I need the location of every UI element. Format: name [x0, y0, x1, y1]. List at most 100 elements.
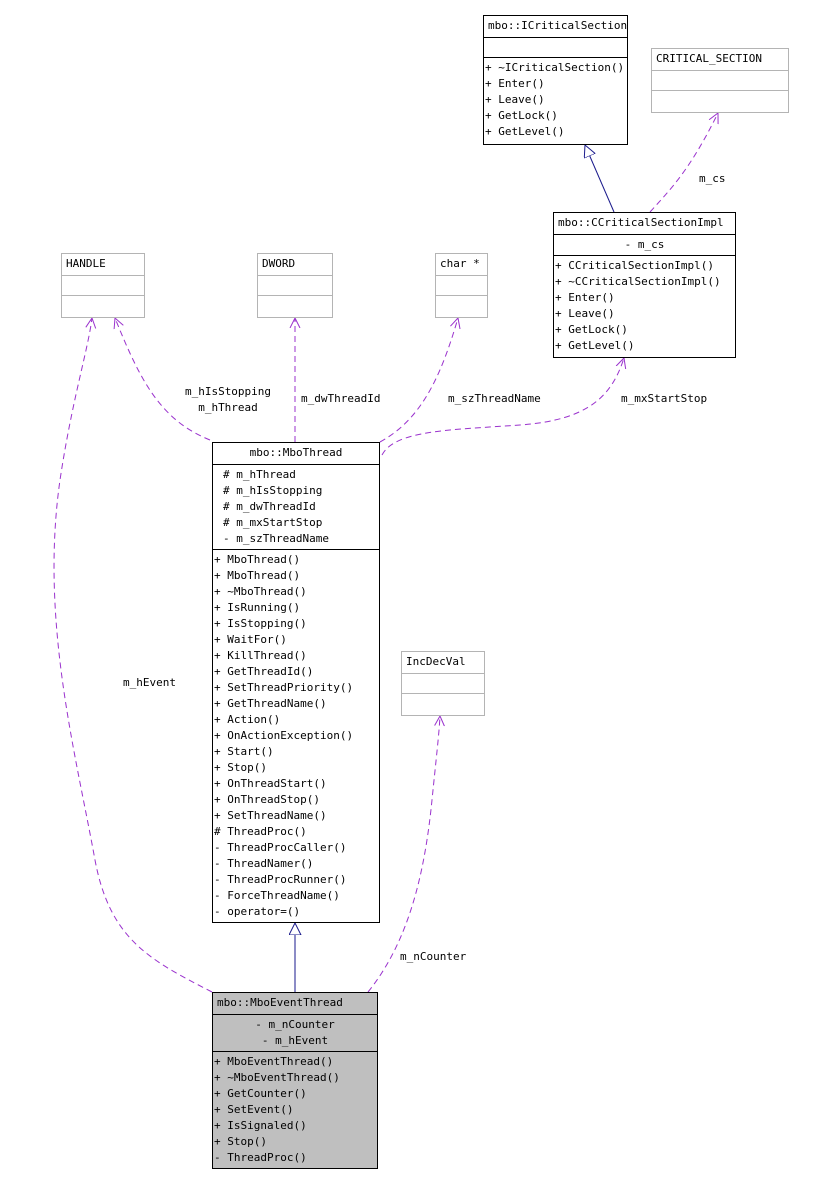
operation: + ~CCriticalSectionImpl()	[555, 275, 721, 288]
class-mbothread[interactable]: mbo::MboThread # m_hThread # m_hIsStoppi…	[212, 442, 380, 923]
attribute: # m_hIsStopping	[223, 484, 323, 497]
operation: + IsStopping()	[214, 617, 307, 630]
operation: + GetCounter()	[214, 1087, 307, 1100]
edge-label-m-hisstopping: m_hIsStopping	[184, 385, 272, 398]
class-ccriticalsectionimpl[interactable]: mbo::CCriticalSectionImpl - m_cs + CCrit…	[553, 212, 736, 358]
class-name: IncDecVal	[406, 655, 466, 668]
operation: + GetThreadId()	[214, 665, 314, 678]
edge-label-m-ncounter: m_nCounter	[400, 950, 467, 963]
operation: # ThreadProc()	[214, 825, 307, 838]
class-name: HANDLE	[66, 257, 106, 270]
edge-label-m-hthread: m_hThread	[198, 401, 258, 414]
operation: - ThreadNamer()	[214, 857, 314, 870]
attribute: # m_hThread	[223, 468, 296, 481]
attributes-compartment: # m_hThread # m_hIsStopping # m_dwThread…	[213, 464, 379, 549]
edge-label-m-mxstartstop: m_mxStartStop	[621, 392, 708, 405]
attribute: # m_dwThreadId	[223, 500, 316, 513]
operations-compartment: + MboEventThread() + ~MboEventThread() +…	[213, 1051, 377, 1168]
operations-compartment	[62, 295, 144, 316]
operation: + MboEventThread()	[214, 1055, 334, 1068]
class-name: char *	[440, 257, 480, 270]
operation: + ~MboEventThread()	[214, 1071, 340, 1084]
operation: + MboThread()	[214, 569, 301, 582]
attribute: - m_cs	[624, 238, 665, 251]
operations-compartment: + ~ICriticalSection() + Enter() + Leave(…	[484, 57, 627, 142]
operation: + GetLevel()	[485, 125, 565, 138]
attribute: - m_szThreadName	[223, 532, 329, 545]
operation: + Stop()	[214, 761, 267, 774]
operation: + GetLock()	[485, 109, 558, 122]
edge-impl-inherits-icritical	[585, 145, 615, 213]
attributes-compartment	[652, 70, 788, 90]
class-icriticalsection[interactable]: mbo::ICriticalSection + ~ICriticalSectio…	[483, 15, 628, 145]
operation: + MboThread()	[214, 553, 301, 566]
operation: + OnThreadStart()	[214, 777, 327, 790]
operation: + Stop()	[214, 1135, 267, 1148]
operation: + OnThreadStop()	[214, 793, 320, 806]
operation: + SetEvent()	[214, 1103, 294, 1116]
class-handle[interactable]: HANDLE	[61, 253, 145, 318]
edge-label-m-szthreadname: m_szThreadName	[448, 392, 541, 405]
class-name: mbo::ICriticalSection	[488, 19, 627, 32]
edge-m-hevent	[53, 318, 213, 993]
edge-m-ncounter	[367, 716, 440, 993]
class-incdecval[interactable]: IncDecVal	[401, 651, 485, 716]
attributes-compartment	[402, 673, 484, 693]
attributes-compartment: - m_cs	[554, 234, 735, 255]
operation: + SetThreadPriority()	[214, 681, 354, 694]
edge-m-mxstartstop	[381, 358, 624, 456]
class-name: mbo::MboEventThread	[217, 996, 343, 1009]
edge-label-m-dwthreadid: m_dwThreadId	[301, 392, 381, 405]
operation: + Leave()	[485, 93, 545, 106]
class-dword[interactable]: DWORD	[257, 253, 333, 318]
attribute: - m_nCounter	[255, 1018, 335, 1031]
operation: - operator=()	[214, 905, 301, 918]
operation: + Enter()	[555, 291, 615, 304]
edge-m-hthread	[115, 318, 211, 441]
operation: + Start()	[214, 745, 274, 758]
attribute: - m_hEvent	[261, 1034, 329, 1047]
operation: + GetLevel()	[555, 339, 635, 352]
operations-compartment	[402, 693, 484, 714]
class-char-pointer[interactable]: char *	[435, 253, 488, 318]
operation: + Action()	[214, 713, 281, 726]
attributes-compartment: - m_nCounter - m_hEvent	[213, 1014, 377, 1051]
operations-compartment: + CCriticalSectionImpl() + ~CCriticalSec…	[554, 255, 735, 356]
operation: + Enter()	[485, 77, 545, 90]
class-name: DWORD	[262, 257, 296, 270]
class-critical-section[interactable]: CRITICAL_SECTION	[651, 48, 789, 113]
class-name: mbo::MboThread	[249, 446, 343, 459]
operation: + GetThreadName()	[214, 697, 327, 710]
operation: + ~ICriticalSection()	[485, 61, 625, 74]
attributes-compartment	[258, 275, 332, 295]
edge-label-m-cs: m_cs	[699, 172, 726, 185]
class-name: mbo::CCriticalSectionImpl	[558, 216, 724, 229]
attributes-compartment	[484, 37, 627, 57]
operation: + ~MboThread()	[214, 585, 307, 598]
attribute: # m_mxStartStop	[223, 516, 323, 529]
operations-compartment	[652, 90, 788, 111]
class-name: CRITICAL_SECTION	[656, 52, 762, 65]
operation: + SetThreadName()	[214, 809, 327, 822]
edge-m-szthreadname	[379, 318, 458, 443]
operations-compartment: + MboThread() + MboThread() + ~MboThread…	[213, 549, 379, 922]
attributes-compartment	[62, 275, 144, 295]
operation: + KillThread()	[214, 649, 307, 662]
edge-label-m-hevent: m_hEvent	[123, 676, 176, 689]
operation: + OnActionException()	[214, 729, 354, 742]
operation: - ThreadProc()	[214, 1151, 307, 1164]
operations-compartment	[258, 295, 332, 316]
operation: - ForceThreadName()	[214, 889, 340, 902]
operations-compartment	[436, 295, 487, 316]
operation: + WaitFor()	[214, 633, 287, 646]
class-mboeventthread[interactable]: mbo::MboEventThread - m_nCounter - m_hEv…	[212, 992, 378, 1169]
operation: + IsSignaled()	[214, 1119, 307, 1132]
operation: + CCriticalSectionImpl()	[555, 259, 714, 272]
edge-m-cs	[649, 113, 718, 213]
operation: - ThreadProcCaller()	[214, 841, 347, 854]
operation: - ThreadProcRunner()	[214, 873, 347, 886]
attributes-compartment	[436, 275, 487, 295]
operation: + Leave()	[555, 307, 615, 320]
